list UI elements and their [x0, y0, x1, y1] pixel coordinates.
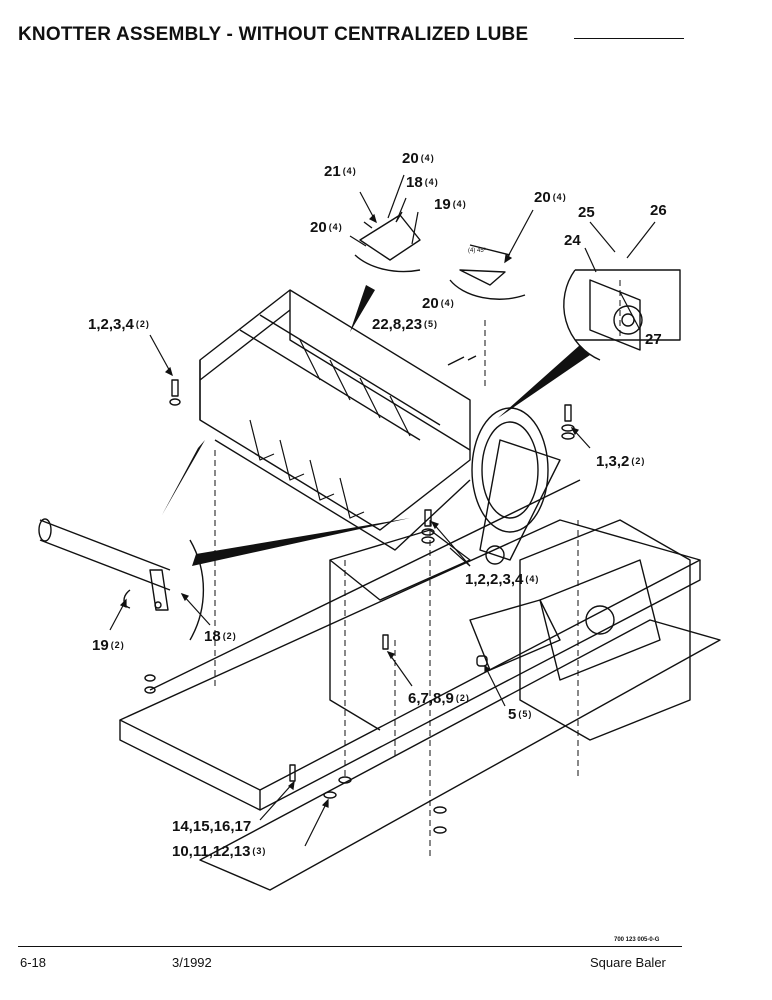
callout-1-3-2: 1,3,2(2)	[596, 453, 646, 470]
page-title: KNOTTER ASSEMBLY - WITHOUT CENTRALIZED L…	[18, 24, 529, 45]
detail-shaft-circle	[38, 518, 205, 641]
callout-1-2-3-4: 1,2,3,4(2)	[88, 316, 150, 333]
callout-6-7-8-9: 6,7,8,9(2)	[408, 690, 470, 707]
callout-19: 19(2)	[92, 637, 125, 654]
callout-20: 20(4)	[534, 189, 567, 206]
guide-plate	[329, 529, 561, 731]
callout-26: 26	[650, 202, 667, 219]
callout-27: 27	[645, 331, 662, 348]
callout-1-2-2-3-4: 1,2,2,3,4(4)	[465, 571, 540, 588]
page-date: 3/1992	[172, 955, 212, 970]
detail-knotter-top	[354, 211, 421, 273]
bolts	[144, 355, 575, 834]
callout-20: 20(4)	[310, 219, 343, 236]
detail-pointers	[162, 285, 590, 566]
drawing-code: 700 123 005-0-G	[614, 937, 660, 943]
callout-24: 24	[564, 232, 581, 249]
knotter-bills	[249, 339, 411, 519]
callout-25: 25	[578, 204, 595, 221]
callout-10-11-12-13: 10,11,12,13(3)	[172, 843, 267, 860]
footer-rule	[18, 946, 682, 947]
knotter-frame	[199, 289, 471, 551]
callout-18: 18(2)	[204, 628, 237, 645]
frame-rails	[119, 479, 721, 891]
side-frame	[519, 519, 691, 741]
callout-20: 20(4)	[422, 295, 455, 312]
product-name: Square Baler	[590, 955, 666, 970]
callout-20: 20(4)	[402, 150, 435, 167]
callout-21: 21(4)	[324, 163, 357, 180]
callout-14-15-16-17: 14,15,16,17	[172, 818, 252, 835]
page-number: 6-18	[20, 955, 47, 970]
detail-bearing	[563, 269, 681, 361]
title-rule	[574, 38, 684, 39]
callout-18: 18(4)	[406, 174, 439, 191]
callout-5: 5(5)	[508, 706, 533, 723]
detail-note: (4) 45º	[468, 247, 487, 254]
callout-19: 19(4)	[434, 196, 467, 213]
callout-22-8-23: 22,8,23(5)	[372, 316, 439, 333]
detail-knife	[449, 244, 526, 300]
